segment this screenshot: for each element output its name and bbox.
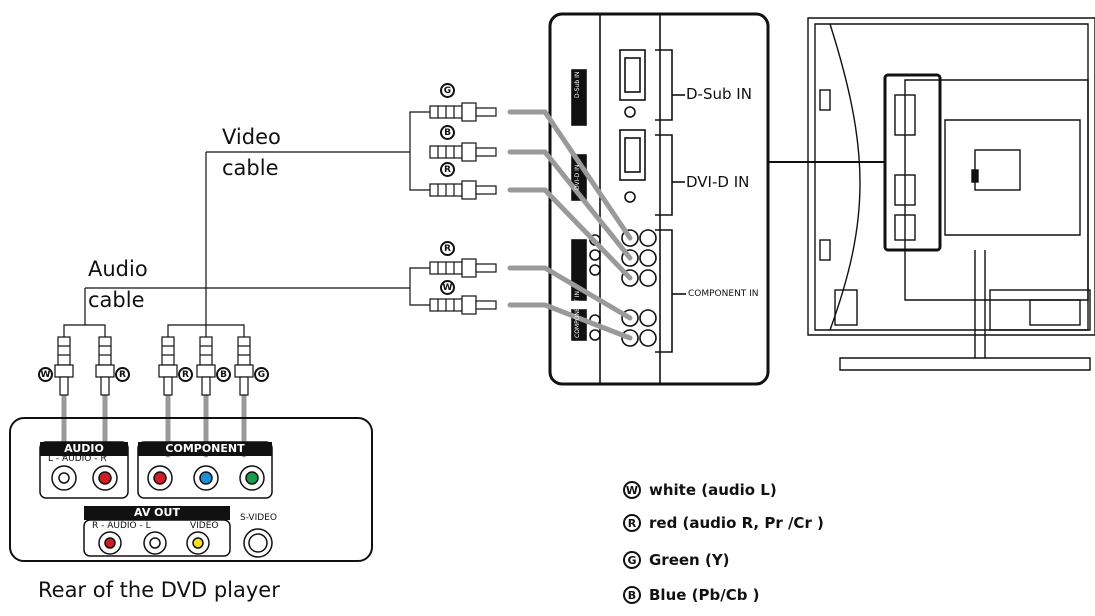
legend-label: white (audio L) xyxy=(649,481,777,499)
video-cable-label-line2: cable xyxy=(222,156,279,180)
plug-tag-blue-icon: B xyxy=(216,367,231,382)
vertical-plugs xyxy=(54,336,254,396)
legend-item-blue: B Blue (Pb/Cb ) xyxy=(623,586,760,604)
audio-cable-label-line1: Audio xyxy=(88,257,148,281)
dvd-jacks xyxy=(51,465,273,558)
audio-cable-label-line2: cable xyxy=(88,288,145,312)
legend-green-icon: G xyxy=(623,551,641,569)
dvd-av-out-header: AV OUT xyxy=(84,506,230,520)
legend-blue-icon: B xyxy=(623,586,641,604)
cable-brackets xyxy=(63,111,430,337)
plug-tag-blue-icon: B xyxy=(440,125,455,140)
dsub-in-label: D-Sub IN xyxy=(686,85,752,103)
dvd-av-out-video: VIDEO xyxy=(190,521,219,531)
plug-tag-red-icon: R xyxy=(440,241,455,256)
legend-label: Green (Y) xyxy=(649,551,730,569)
plug-tag-green-icon: G xyxy=(254,367,269,382)
tv-dsub-tag: D-Sub IN xyxy=(574,71,581,98)
dvd-av-out-audio: R - AUDIO - L xyxy=(92,521,151,531)
cable-runs xyxy=(61,109,633,458)
dvd-audio-header: AUDIO xyxy=(40,442,128,456)
horizontal-plugs xyxy=(429,102,497,315)
legend-red-icon: R xyxy=(623,514,641,532)
dvid-in-label: DVI-D IN xyxy=(686,173,750,191)
legend-item-green: G Green (Y) xyxy=(623,551,730,569)
legend-item-red: R red (audio R, Pr /Cr ) xyxy=(623,514,824,532)
plug-tag-red-icon: R xyxy=(440,162,455,177)
plug-tag-red-icon: R xyxy=(178,367,193,382)
tv-component-tag: COMPONENT IN xyxy=(574,290,581,338)
tv-rear-illustration xyxy=(807,17,1095,371)
legend-item-white: W white (audio L) xyxy=(623,481,777,499)
plug-tag-green-icon: G xyxy=(440,83,455,98)
dvd-audio-sub: L - AUDIO - R xyxy=(48,454,107,464)
component-in-label: COMPONENT IN xyxy=(688,289,759,299)
dvd-caption: Rear of the DVD player xyxy=(38,578,280,602)
plug-tag-white-icon: W xyxy=(440,280,455,295)
tv-dvi-tag: DVI-D IN xyxy=(574,164,581,190)
plug-tag-red-icon: R xyxy=(115,367,130,382)
dvd-svideo-label: S-VIDEO xyxy=(240,513,277,523)
video-cable-label-line1: Video xyxy=(222,125,281,149)
legend-white-icon: W xyxy=(623,481,641,499)
tv-input-panel xyxy=(548,12,770,386)
plug-tag-white-icon: W xyxy=(38,367,53,382)
legend-label: red (audio R, Pr /Cr ) xyxy=(649,514,824,532)
dvd-component-header: COMPONENT xyxy=(138,442,272,456)
legend-label: Blue (Pb/Cb ) xyxy=(649,586,760,604)
